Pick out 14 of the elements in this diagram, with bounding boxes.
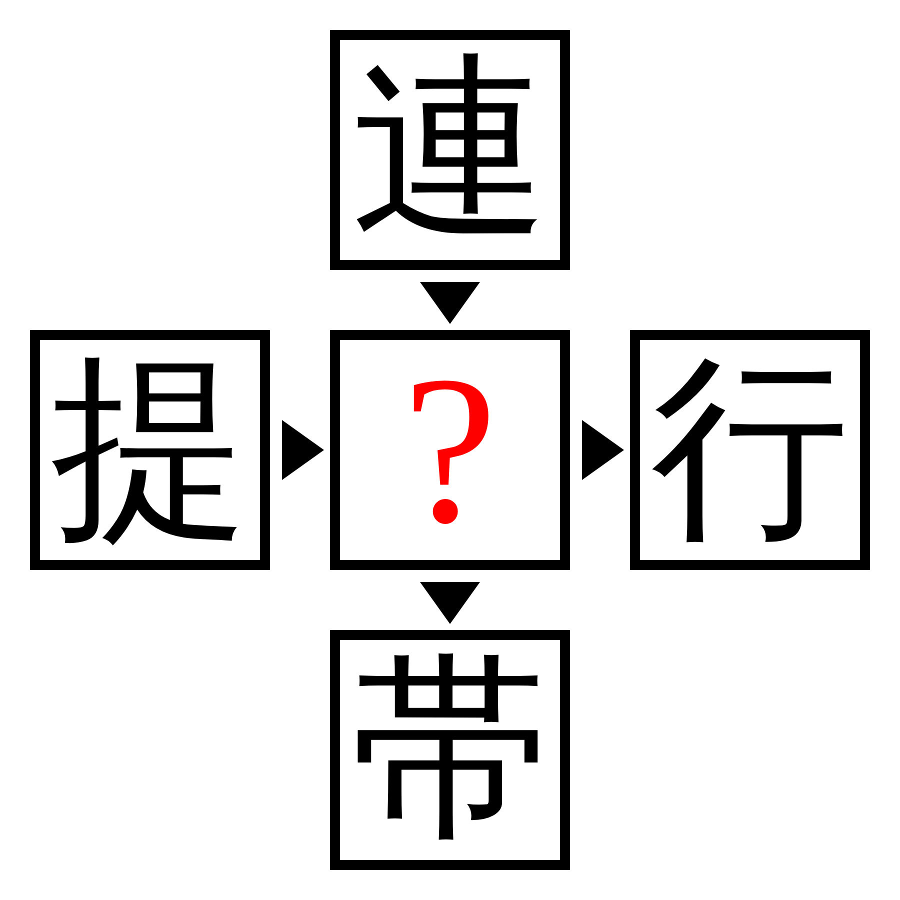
kanji-character: 提 [51,351,249,549]
arrow [420,582,480,624]
kanji-character: 連 [351,51,549,249]
question-mark: ? [402,344,498,556]
arrow [282,420,324,480]
kanji-character: 帯 [351,651,549,849]
arrow [582,420,624,480]
character-box [330,330,570,570]
character-box [630,330,870,570]
kanji-character: 行 [651,351,849,549]
arrow [420,282,480,324]
character-box [30,330,270,570]
character-box [330,30,570,270]
character-box [330,630,570,870]
